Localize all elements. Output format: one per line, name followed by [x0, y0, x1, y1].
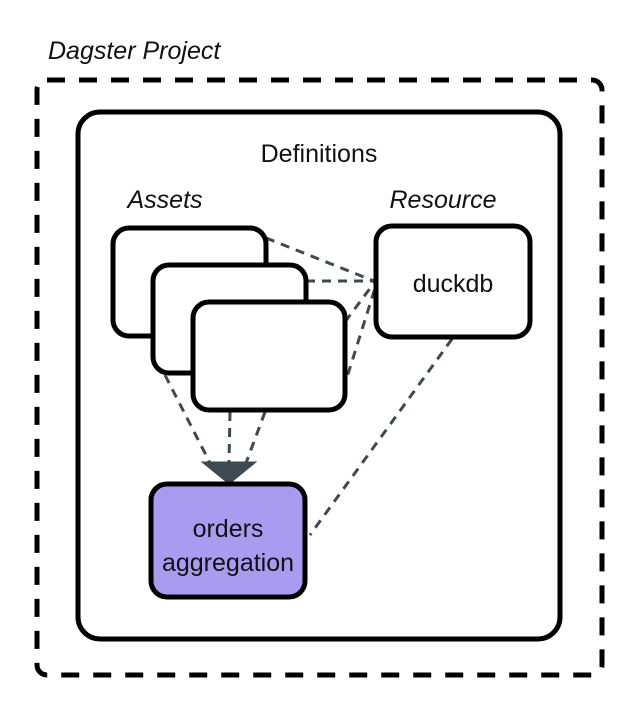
edge-layer: [163, 236, 454, 536]
project-boundary: [34, 77, 605, 678]
edge-asset3b-duckdb: [341, 284, 378, 391]
project-title: Dagster Project: [48, 37, 221, 65]
assets-group-label: Assets: [125, 186, 202, 214]
edge-duckdb-orders: [308, 338, 454, 536]
resource-group-label: Resource: [390, 186, 497, 214]
asset-card-3[interactable]: [190, 299, 348, 413]
duckdb-node-label: duckdb: [413, 270, 494, 298]
orders-aggregation-node[interactable]: [148, 481, 308, 600]
edge-asset3-duckdb: [343, 282, 376, 323]
edge-asset3-orders-mid: [227, 411, 232, 463]
duckdb-node[interactable]: [373, 223, 533, 340]
definitions-label: Definitions: [261, 140, 378, 168]
orders-aggregation-label-line2: aggregation: [162, 549, 294, 577]
orders-aggregation-label-line1: orders: [193, 515, 264, 543]
edge-asset2-orders: [163, 374, 212, 464]
arrowhead-into-orders: [200, 461, 258, 485]
edge-asset1-duckdb: [265, 236, 375, 283]
